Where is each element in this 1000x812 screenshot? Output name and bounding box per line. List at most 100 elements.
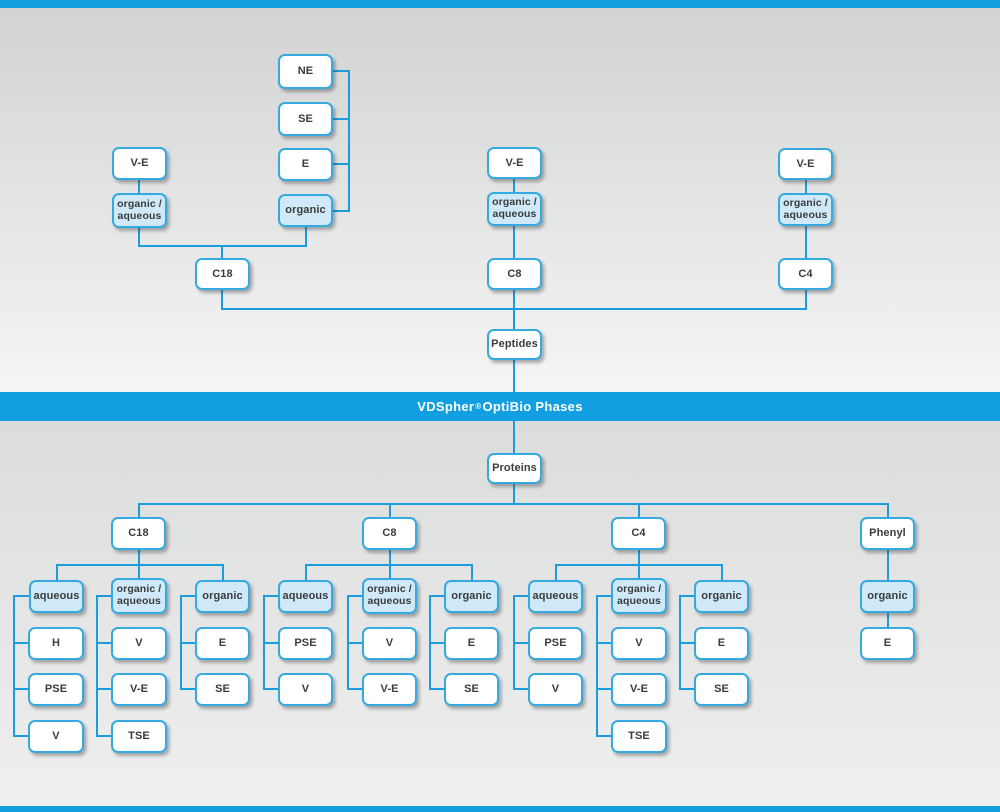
connector-line bbox=[596, 642, 611, 644]
node-prot-c8-aq: aqueous bbox=[278, 580, 333, 613]
banner-brand: VDSpher bbox=[417, 399, 475, 414]
node-pep-c18-ve: V-E bbox=[112, 147, 167, 180]
connector-line bbox=[679, 688, 694, 690]
connector-line bbox=[138, 228, 140, 246]
node-prot-c8-org: organic bbox=[444, 580, 499, 613]
connector-line bbox=[513, 226, 515, 258]
connector-line bbox=[13, 595, 29, 597]
node-pep-c18: C18 bbox=[195, 258, 250, 290]
node-prot-c4-org-se: SE bbox=[694, 673, 749, 706]
connector-line bbox=[347, 642, 362, 644]
top-accent-strip bbox=[0, 0, 1000, 8]
banner-rest: OptiBio Phases bbox=[482, 399, 583, 414]
connector-line bbox=[805, 226, 807, 258]
node-pep-c18-oa: organic / aqueous bbox=[112, 193, 167, 228]
node-prot-c18-oa-v: V bbox=[111, 627, 167, 660]
connector-line bbox=[138, 505, 140, 517]
node-prot-c18-org-e: E bbox=[195, 627, 250, 660]
connector-line bbox=[638, 566, 640, 578]
connector-line bbox=[347, 688, 362, 690]
connector-line bbox=[887, 613, 889, 627]
connector-line bbox=[263, 688, 278, 690]
node-prot-phenyl-org: organic bbox=[860, 580, 915, 613]
connector-line bbox=[56, 564, 224, 566]
connector-line bbox=[180, 642, 195, 644]
connector-line bbox=[429, 688, 444, 690]
node-prot-c4-aq-pse: PSE bbox=[528, 627, 583, 660]
node-prot-c4-oa-v: V bbox=[611, 627, 667, 660]
connector-line bbox=[389, 550, 391, 564]
connector-line bbox=[13, 688, 28, 690]
connector-line bbox=[96, 688, 111, 690]
connector-line bbox=[429, 595, 444, 597]
connector-line bbox=[222, 566, 224, 580]
connector-line bbox=[305, 564, 473, 566]
node-prot-c8-aq-v: V bbox=[278, 673, 333, 706]
connector-line bbox=[887, 550, 889, 580]
connector-line bbox=[513, 642, 528, 644]
connector-line bbox=[721, 566, 723, 580]
node-pep-c18-ne: NE bbox=[278, 54, 333, 89]
connector-line bbox=[96, 595, 98, 737]
node-prot-c18-org: organic bbox=[195, 580, 250, 613]
connector-line bbox=[13, 642, 28, 644]
connector-line bbox=[555, 566, 557, 580]
node-prot-c18-aq-v: V bbox=[28, 720, 84, 753]
connector-line bbox=[138, 180, 140, 194]
node-prot-c8-org-se: SE bbox=[444, 673, 499, 706]
connector-line bbox=[513, 360, 515, 392]
connector-line bbox=[347, 595, 362, 597]
connector-line bbox=[596, 595, 611, 597]
connector-line bbox=[138, 550, 140, 564]
connector-line bbox=[180, 595, 195, 597]
connector-line bbox=[333, 210, 349, 212]
node-prot-c4-aq: aqueous bbox=[528, 580, 583, 613]
connector-line bbox=[333, 118, 349, 120]
node-pep-c4: C4 bbox=[778, 258, 833, 290]
connector-line bbox=[13, 595, 15, 737]
connector-line bbox=[679, 642, 694, 644]
connector-line bbox=[429, 642, 444, 644]
connector-line bbox=[305, 566, 307, 580]
connector-line bbox=[513, 688, 528, 690]
connector-line bbox=[138, 566, 140, 578]
node-prot-c18: C18 bbox=[111, 517, 166, 550]
node-pep-c18-e: E bbox=[278, 148, 333, 181]
node-prot-c4-oa-tse: TSE bbox=[611, 720, 667, 753]
connector-line bbox=[56, 566, 58, 580]
connector-line bbox=[221, 290, 223, 309]
connector-line bbox=[805, 290, 807, 308]
node-prot-c4-oa-ve: V-E bbox=[611, 673, 667, 706]
node-prot-c4-aq-v: V bbox=[528, 673, 583, 706]
node-prot-c8-oa-v: V bbox=[362, 627, 417, 660]
title-banner: VDSpher® OptiBio Phases bbox=[0, 392, 1000, 421]
connector-line bbox=[513, 595, 528, 597]
node-prot-c4-org-e: E bbox=[694, 627, 749, 660]
bottom-accent-strip bbox=[0, 806, 1000, 812]
connector-line bbox=[638, 505, 640, 517]
node-prot-c8: C8 bbox=[362, 517, 417, 550]
node-proteins: Proteins bbox=[487, 453, 542, 484]
connector-line bbox=[96, 735, 111, 737]
node-prot-c18-aq-pse: PSE bbox=[28, 673, 84, 706]
connector-line bbox=[13, 735, 28, 737]
connector-line bbox=[333, 70, 349, 72]
node-prot-c4-oa: organic / aqueous bbox=[611, 578, 667, 614]
node-prot-phenyl: Phenyl bbox=[860, 517, 915, 550]
connector-line bbox=[638, 550, 640, 564]
connector-line bbox=[513, 290, 515, 329]
node-prot-c8-oa-ve: V-E bbox=[362, 673, 417, 706]
node-pep-c8-ve: V-E bbox=[487, 147, 542, 179]
connector-line bbox=[513, 421, 515, 453]
node-prot-c8-oa: organic / aqueous bbox=[362, 578, 417, 614]
node-peptides: Peptides bbox=[487, 329, 542, 360]
connector-line bbox=[263, 595, 278, 597]
node-prot-c18-oa: organic / aqueous bbox=[111, 578, 167, 614]
node-prot-c18-org-se: SE bbox=[195, 673, 250, 706]
node-pep-c8: C8 bbox=[487, 258, 542, 290]
connector-line bbox=[389, 505, 391, 517]
node-pep-c8-oa: organic / aqueous bbox=[487, 192, 542, 226]
connector-line bbox=[333, 163, 349, 165]
node-prot-c18-aq-h: H bbox=[28, 627, 84, 660]
